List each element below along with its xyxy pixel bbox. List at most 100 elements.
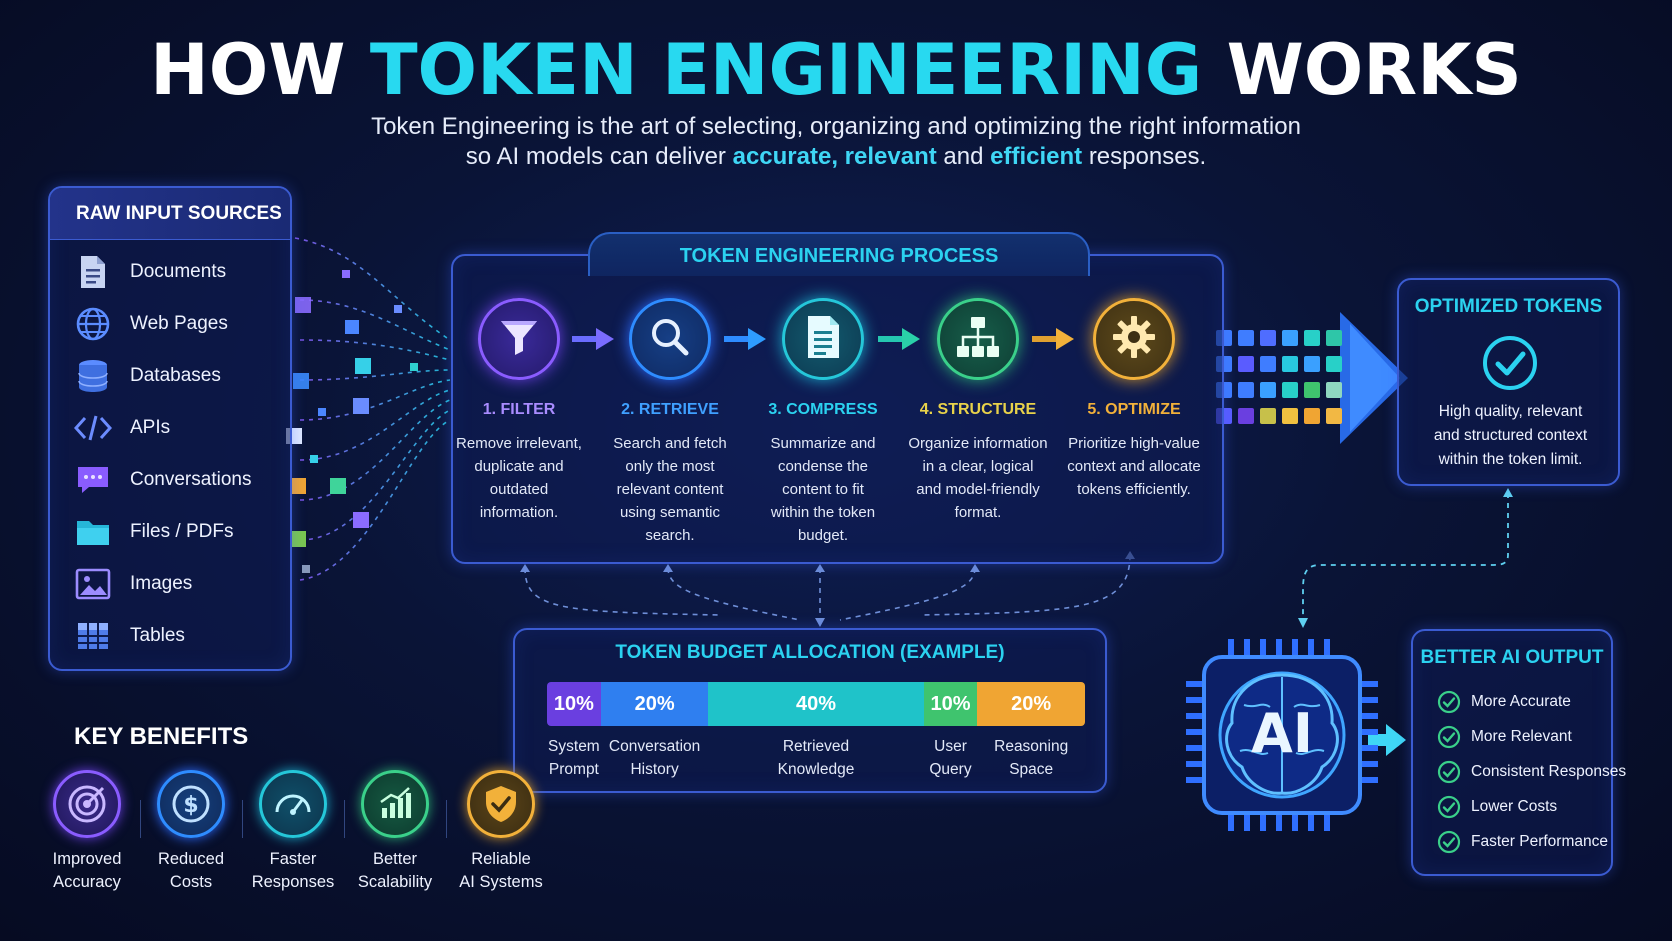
step-retrieve-circle[interactable] <box>629 298 711 380</box>
particle <box>310 455 318 463</box>
ai-brain-chip-icon: AI <box>1182 635 1382 835</box>
step-filter-title: 1. FILTER <box>482 401 556 418</box>
desc-line: condense the <box>777 458 869 475</box>
highlight-accurate: accurate, <box>732 143 838 170</box>
budget-segment: 10% <box>547 682 601 726</box>
check-circle-icon <box>1437 725 1461 749</box>
budget-label-line: Reasoning <box>994 738 1069 755</box>
desc-line: High quality, relevant <box>1438 403 1583 420</box>
budget-label-line: Space <box>1009 761 1054 778</box>
budget-segment: 10% <box>923 682 978 726</box>
benefit-label-line: Responses <box>251 873 335 891</box>
source-label: Files / PDFs <box>130 521 234 542</box>
dollar-icon: $ <box>157 770 225 838</box>
check-circle-icon <box>1437 760 1461 784</box>
optimized-tokens-title: OPTIMIZED TOKENS <box>1414 296 1603 317</box>
step-structure-circle[interactable] <box>937 298 1019 380</box>
output-item: Lower Costs <box>1437 792 1557 822</box>
particle <box>410 363 418 371</box>
benefit-label-line: Accuracy <box>53 873 121 891</box>
budget-connectors <box>524 554 1131 621</box>
filter-icon <box>495 313 543 366</box>
gear-icon <box>1110 313 1158 366</box>
desc-line: context and allocate <box>1067 458 1201 475</box>
step-compress-desc: Summarize and condense the content to fi… <box>748 432 898 547</box>
step-compress-title: 3. COMPRESS <box>768 401 878 418</box>
compress-document-icon <box>802 313 844 366</box>
target-icon <box>53 770 121 838</box>
desc-line: Remove irrelevant, <box>456 435 582 452</box>
desc-line: only the most <box>625 458 715 475</box>
particle <box>293 373 309 389</box>
divider <box>140 800 141 838</box>
particle <box>290 478 306 494</box>
search-icon <box>646 313 694 366</box>
source-files-pdfs[interactable]: Files / PDFs <box>74 512 284 552</box>
output-item: Faster Performance <box>1437 827 1608 857</box>
big-arrow-inner <box>1350 324 1400 432</box>
source-label: Conversations <box>130 469 252 490</box>
output-item: More Relevant <box>1437 722 1572 752</box>
benefit-label-line: Reduced <box>157 850 225 868</box>
particle <box>353 512 369 528</box>
speedometer-icon <box>259 770 327 838</box>
particle <box>318 408 326 416</box>
subtitle-line-1: Token Engineering is the art of selectin… <box>371 113 1301 140</box>
source-web-pages[interactable]: Web Pages <box>74 304 284 344</box>
budget-label-line: Conversation <box>608 738 701 755</box>
source-label: Web Pages <box>130 313 228 334</box>
source-documents[interactable]: Documents <box>74 252 284 292</box>
divider <box>446 800 447 838</box>
benefit-label-line: Costs <box>169 873 213 891</box>
document-icon <box>74 253 112 291</box>
arrow-right-icon <box>572 328 614 350</box>
checkmark-circle-icon <box>1480 333 1540 398</box>
particle <box>394 305 402 313</box>
arrow-right-icon <box>878 328 920 350</box>
better-ai-output-panel: BETTER AI OUTPUT More Accurate More Rele… <box>1411 629 1626 876</box>
desc-line: content to fit <box>782 481 864 498</box>
source-apis[interactable]: APIs <box>74 408 284 448</box>
step-filter-desc: Remove irrelevant, duplicate and outdate… <box>444 432 594 524</box>
benefit-label-line: Improved <box>52 850 122 868</box>
arrowhead <box>1503 488 1513 497</box>
step-filter-circle[interactable] <box>478 298 560 380</box>
check-circle-icon <box>1437 830 1461 854</box>
desc-line: information. <box>479 504 559 521</box>
source-databases[interactable]: Databases <box>74 356 284 396</box>
source-conversations[interactable]: Conversations <box>74 460 284 500</box>
subtitle-line-2: so AI models can deliver accurate, relev… <box>0 142 1672 172</box>
output-label: Lower Costs <box>1471 798 1558 815</box>
source-label: Databases <box>130 365 221 386</box>
desc-line: within the token limit. <box>1438 451 1583 468</box>
process-title: TOKEN ENGINEERING PROCESS <box>588 232 1090 276</box>
title-part-3: WORKS <box>1202 29 1522 111</box>
folder-icon <box>74 513 112 551</box>
output-label: Faster Performance <box>1471 833 1608 850</box>
shield-check-icon <box>467 770 535 838</box>
benefit-label-line: AI Systems <box>459 873 543 891</box>
source-images[interactable]: Images <box>74 564 284 604</box>
particle <box>330 478 346 494</box>
arrowhead <box>1298 618 1308 628</box>
step-retrieve-desc: Search and fetch only the most relevant … <box>595 432 745 547</box>
budget-label-line: History <box>630 761 679 778</box>
check-circle-icon <box>1437 690 1461 714</box>
step-optimize-circle[interactable] <box>1093 298 1175 380</box>
desc-line: using semantic <box>619 504 721 521</box>
database-icon <box>74 357 112 395</box>
step-compress-circle[interactable] <box>782 298 864 380</box>
particle <box>295 297 311 313</box>
desc-line: search. <box>645 527 695 544</box>
subtitle: Token Engineering is the art of selectin… <box>0 112 1672 172</box>
data-flow-particles <box>286 270 418 573</box>
divider <box>242 800 243 838</box>
source-tables[interactable]: Tables <box>74 616 284 656</box>
